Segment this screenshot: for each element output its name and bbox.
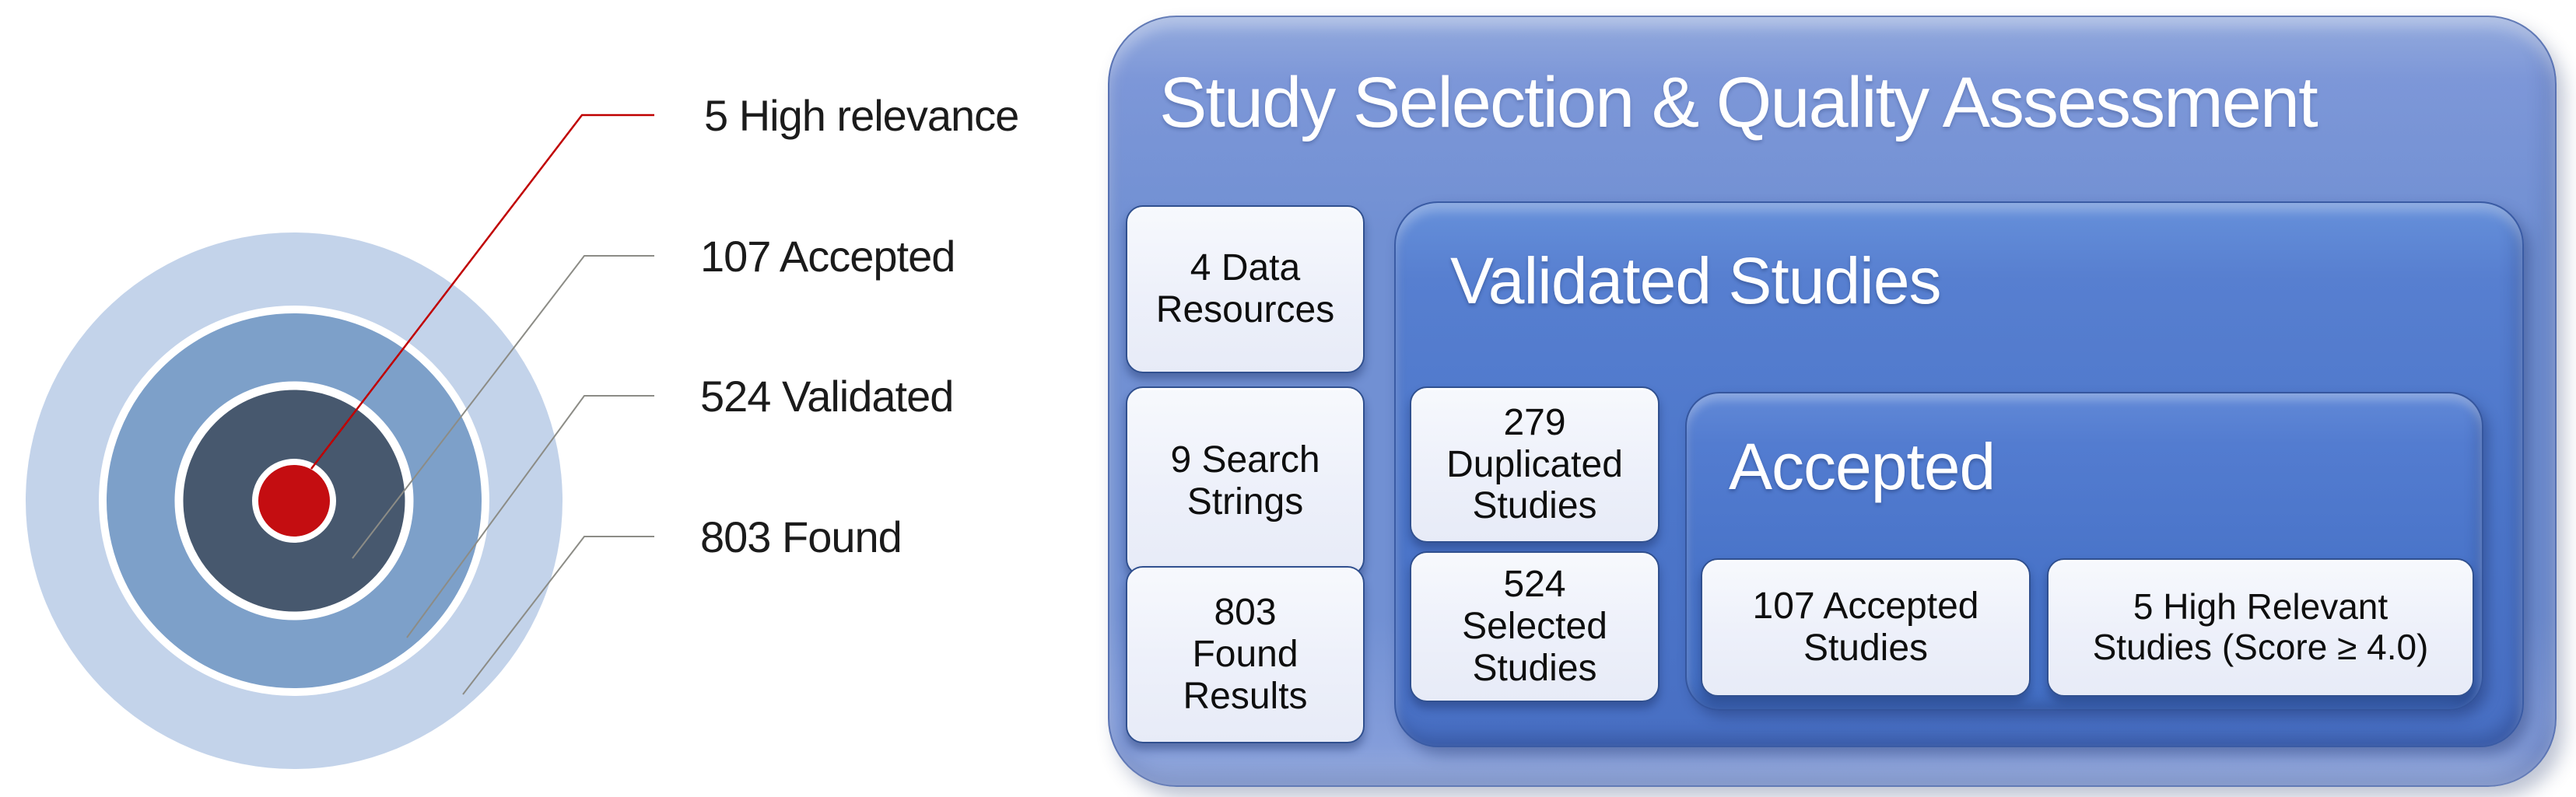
- validated-studies-box: Validated Studies 279 Duplicated Studies…: [1394, 201, 2524, 747]
- leader-line-high-relevance: [310, 114, 654, 470]
- leader-line-found: [462, 536, 654, 695]
- leader-line-accepted: [352, 255, 654, 559]
- panel-title: Study Selection & Quality Assessment: [1159, 63, 2318, 142]
- selected-studies-box: 524 Selected Studies: [1410, 551, 1660, 702]
- high-relevant-studies-box: 5 High Relevant Studies (Score ≥ 4.0): [2047, 558, 2474, 697]
- data-resources-label: 4 Data Resources: [1155, 247, 1335, 330]
- accepted-box: Accepted 107 Accepted Studies 5 High Rel…: [1685, 392, 2483, 711]
- selected-studies-label: 524 Selected Studies: [1462, 564, 1607, 689]
- accepted-studies-box: 107 Accepted Studies: [1701, 558, 2031, 697]
- study-selection-panel: Study Selection & Quality Assessment 4 D…: [1108, 16, 2557, 787]
- target-rings-diagram: [26, 114, 654, 769]
- duplicated-studies-label: 279 Duplicated Studies: [1446, 401, 1623, 527]
- search-strings-box: 9 Search Strings: [1126, 386, 1365, 576]
- validated-studies-title: Validated Studies: [1450, 244, 1942, 317]
- label-found: 803 Found: [700, 512, 902, 561]
- data-resources-box: 4 Data Resources: [1126, 205, 1365, 373]
- label-accepted: 107 Accepted: [700, 231, 955, 281]
- duplicated-studies-box: 279 Duplicated Studies: [1410, 386, 1660, 543]
- found-results-box: 803 Found Results: [1126, 566, 1365, 743]
- found-results-label: 803 Found Results: [1183, 592, 1308, 717]
- accepted-title: Accepted: [1729, 430, 1996, 503]
- label-validated: 524 Validated: [700, 371, 954, 421]
- search-strings-label: 9 Search Strings: [1170, 439, 1320, 523]
- leader-line-validated: [406, 395, 654, 638]
- center-5-high-relevance: [252, 459, 336, 543]
- accepted-studies-label: 107 Accepted Studies: [1752, 586, 1979, 669]
- high-relevant-studies-label: 5 High Relevant Studies (Score ≥ 4.0): [2092, 586, 2429, 667]
- label-high-relevance: 5 High relevance: [704, 90, 1019, 140]
